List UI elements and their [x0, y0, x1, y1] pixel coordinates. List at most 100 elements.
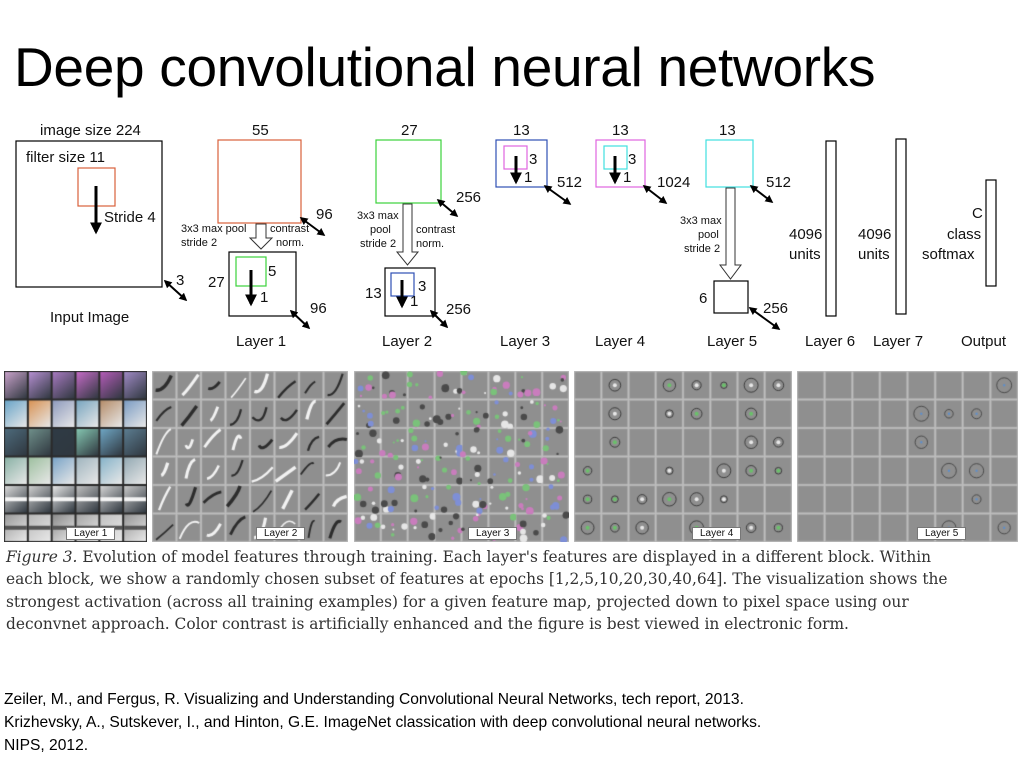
output-softmax-label: softmax [922, 246, 975, 263]
layer5-stride-label: stride 2 [684, 243, 720, 255]
figure-label: Figure 3. [6, 548, 78, 566]
layer1-pool-label: 3x3 max pool [181, 223, 246, 235]
layer3-depth-label: 512 [557, 174, 582, 191]
layer2-box [375, 139, 442, 204]
layer4-depth-arrow [642, 185, 668, 204]
layer2-caption: Layer 2 [382, 333, 432, 350]
layer5-out-size-label: 6 [699, 290, 707, 307]
slide-title: Deep convolutional neural networks [14, 36, 876, 98]
input-stride-label: Stride 4 [104, 209, 156, 226]
layer6-bar [825, 140, 837, 317]
caption-line-3: strongest activation (across all trainin… [6, 592, 909, 611]
feature-panel-label: Layer 2 [256, 527, 306, 540]
layer2-out-size-label: 13 [365, 285, 382, 302]
layer1-depth-label: 96 [316, 206, 333, 223]
layer4-box [595, 139, 646, 188]
layer3-size-label: 13 [513, 122, 530, 139]
layer4-size-label: 13 [612, 122, 629, 139]
layer6-units-value: 4096 [789, 226, 822, 243]
input-image-caption: Input Image [50, 309, 129, 326]
layer7-bar [895, 138, 907, 315]
layer6-caption: Layer 6 [805, 333, 855, 350]
feature-grid-layer5 [797, 371, 1018, 542]
input-filter-size-label: filter size 11 [26, 149, 105, 166]
caption-line-4: deconvnet approach. Color contrast is ar… [6, 615, 849, 634]
layer2-stride-label: stride 2 [360, 238, 396, 250]
input-image-box [15, 140, 163, 288]
feature-grid-layer2 [152, 371, 348, 542]
layer2-pool-label-2: pool [370, 224, 391, 236]
layer7-units-value: 4096 [858, 226, 891, 243]
layer1-depth-arrow [299, 217, 326, 236]
input-depth-arrow [163, 279, 188, 302]
caption-line-1: Figure 3. Evolution of model features th… [6, 546, 1016, 568]
feature-panel-label: Layer 4 [692, 527, 742, 540]
feature-panel-layer2: Layer 2 [152, 371, 348, 542]
output-bar [985, 179, 997, 287]
output-caption: Output [961, 333, 1007, 350]
layer1-norm-label: norm. [276, 237, 304, 249]
feature-panel-layer5: Layer 5 [797, 371, 1018, 542]
layer5-pool-arrow [719, 187, 742, 280]
layer7-units-label: units [858, 246, 890, 263]
layer7-caption: Layer 7 [873, 333, 923, 350]
layer2-contrast-label: contrast [416, 224, 455, 236]
layer3-stride-value: 1 [524, 169, 532, 186]
layer1-size-label: 55 [252, 122, 269, 139]
output-class-label: class [947, 226, 981, 243]
layer2-pool-arrow [395, 203, 420, 266]
layer2-filter-label: 3 [418, 278, 426, 295]
layer1-out-depth-arrow [289, 309, 311, 330]
layer2-size-label: 27 [401, 122, 418, 139]
layer1-contrast-label: contrast [270, 223, 309, 235]
layer5-depth-label: 512 [766, 174, 791, 191]
input-image-size-label: image size 224 [40, 122, 141, 139]
layer6-units-label: units [789, 246, 821, 263]
layer2-pool-label-1: 3x3 max [357, 210, 399, 222]
feature-visualization-strip: Layer 1 Layer 2 Layer 3 Layer 4 Layer 5 [4, 371, 1018, 542]
layer5-out-depth-arrow [748, 307, 781, 330]
reference-line-2: Krizhevsky, A., Sutskever, I., and Hinto… [4, 714, 762, 731]
layer2-out-depth-label: 256 [446, 301, 471, 318]
layer5-depth-arrow [749, 185, 774, 203]
layer5-caption: Layer 5 [707, 333, 757, 350]
caption-text-1: Evolution of model features through trai… [82, 548, 932, 566]
layer2-norm-label: norm. [416, 238, 444, 250]
layer5-pooled-box [713, 280, 749, 314]
layer4-caption: Layer 4 [595, 333, 645, 350]
layer1-box [217, 139, 302, 224]
feature-panel-label: Layer 5 [917, 527, 967, 540]
feature-panel-layer1: Layer 1 [4, 371, 147, 542]
layer3-depth-arrow [543, 185, 572, 205]
layer2-depth-label: 256 [456, 189, 481, 206]
layer2-pooled-box [384, 267, 436, 317]
layer3-filter-label: 3 [529, 151, 537, 168]
feature-grid-layer4 [574, 371, 792, 542]
layer4-depth-label: 1024 [657, 174, 690, 191]
feature-panel-layer4: Layer 4 [574, 371, 792, 542]
layer5-box [705, 139, 754, 188]
layer3-caption: Layer 3 [500, 333, 550, 350]
layer1-caption: Layer 1 [236, 333, 286, 350]
layer1-pool-arrow [248, 223, 274, 250]
reference-line-3: NIPS, 2012. [4, 737, 89, 754]
feature-panel-label: Layer 3 [468, 527, 518, 540]
figure-caption: Figure 3. Evolution of model features th… [6, 546, 1016, 636]
layer1-out-depth-label: 96 [310, 300, 327, 317]
feature-panel-label: Layer 1 [66, 527, 116, 540]
architecture-diagram: image size 224 filter size 11 Stride 4 3… [15, 122, 1007, 350]
layer2-out-depth-arrow [429, 309, 449, 329]
layer1-stride-label: stride 2 [181, 237, 217, 249]
layer4-filter-label: 3 [628, 151, 636, 168]
layer1-pooled-box [228, 251, 297, 317]
layer5-pool-label-1: 3x3 max [680, 215, 722, 227]
layer4-stride-value: 1 [623, 169, 631, 186]
layer5-size-label: 13 [719, 122, 736, 139]
input-depth-label: 3 [176, 272, 184, 289]
reference-line-1: Zeiler, M., and Fergus, R. Visualizing a… [4, 691, 744, 708]
layer2-stride-value: 1 [410, 293, 418, 310]
caption-line-2: each block, we show a randomly chosen su… [6, 570, 948, 589]
output-c-label: C [972, 205, 983, 222]
layer3-box [495, 139, 548, 188]
feature-grid-layer3 [354, 371, 569, 542]
